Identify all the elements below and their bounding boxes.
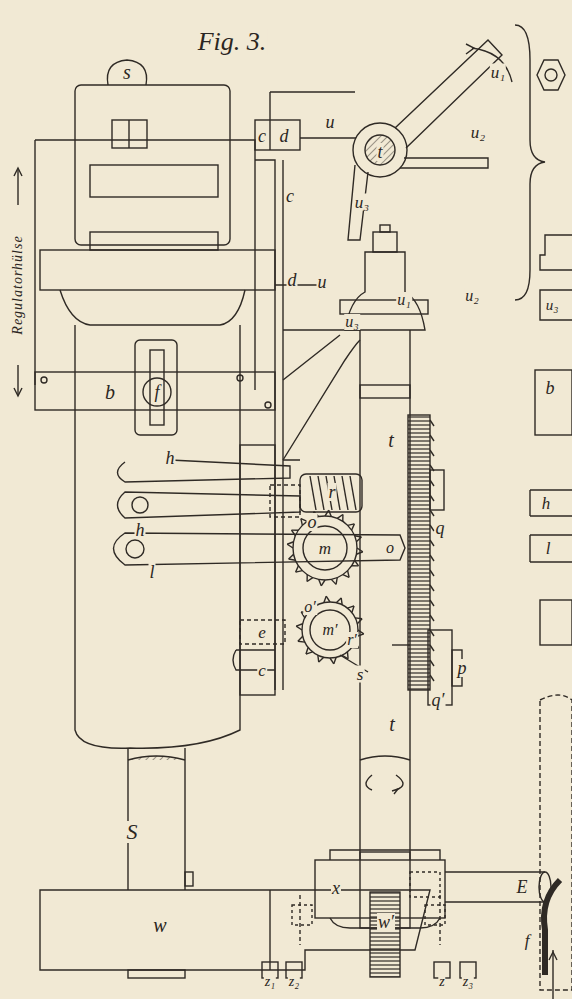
callout-letter: u	[317, 273, 328, 291]
callout-letter: l	[545, 540, 552, 557]
callout-letter: h	[165, 449, 176, 467]
callout-letter: x	[331, 879, 341, 897]
callout-letter: u₂	[464, 288, 480, 304]
callout-letter: w	[152, 915, 167, 935]
callout-letter: u₂	[470, 124, 486, 141]
callout-letter: c	[257, 127, 267, 145]
callout-letter: o	[307, 513, 318, 531]
callout-letter: u₃	[354, 194, 370, 211]
callout-letter: l	[148, 563, 155, 581]
callout-letter: m′	[321, 622, 338, 638]
part-caption: Regulatorhülse	[11, 234, 25, 335]
callout-letter: z₁	[264, 975, 276, 989]
callout-letter: q	[435, 519, 446, 537]
callout-letter: f	[153, 383, 160, 401]
callout-letter: h	[541, 495, 552, 512]
callout-letter: d	[287, 271, 298, 289]
callout-letter: e	[257, 624, 267, 641]
callout-letter: t	[387, 430, 395, 450]
callout-letter: d	[279, 127, 290, 145]
callout-letter: b	[545, 379, 556, 397]
callout-letter: t	[376, 143, 383, 161]
callout-letter: q′	[431, 691, 446, 709]
callout-letter: s	[122, 62, 132, 82]
callout-letter: u₁	[396, 292, 412, 308]
callout-letter: u	[325, 113, 336, 131]
callout-letter: u₃	[545, 298, 560, 313]
callout-letter: m	[318, 540, 332, 557]
callout-letter: c	[285, 187, 295, 205]
callout-letter: p	[457, 659, 468, 677]
callout-letter: z	[438, 975, 445, 989]
callout-letter: o	[385, 540, 395, 556]
callout-letter: c	[257, 662, 267, 679]
callout-letter: S	[126, 821, 139, 843]
callout-letter: t	[388, 714, 396, 734]
callout-letter: z₃	[462, 975, 474, 989]
callout-letter: u₁	[490, 64, 506, 81]
callout-letter: r′	[346, 632, 358, 648]
callout-letter: r	[327, 483, 336, 501]
callout-letter: f	[524, 932, 531, 949]
figure-title: Fig. 3.	[197, 29, 268, 55]
callout-letter: w′	[377, 913, 395, 931]
callout-letter: E	[516, 878, 529, 896]
callout-letter: u₃	[344, 314, 360, 330]
callout-letter: o′	[303, 599, 317, 615]
callout-letter: z₂	[288, 975, 300, 989]
callout-letter: h	[135, 521, 146, 539]
callout-letter: b	[104, 382, 116, 402]
callout-letter: s	[356, 666, 365, 683]
